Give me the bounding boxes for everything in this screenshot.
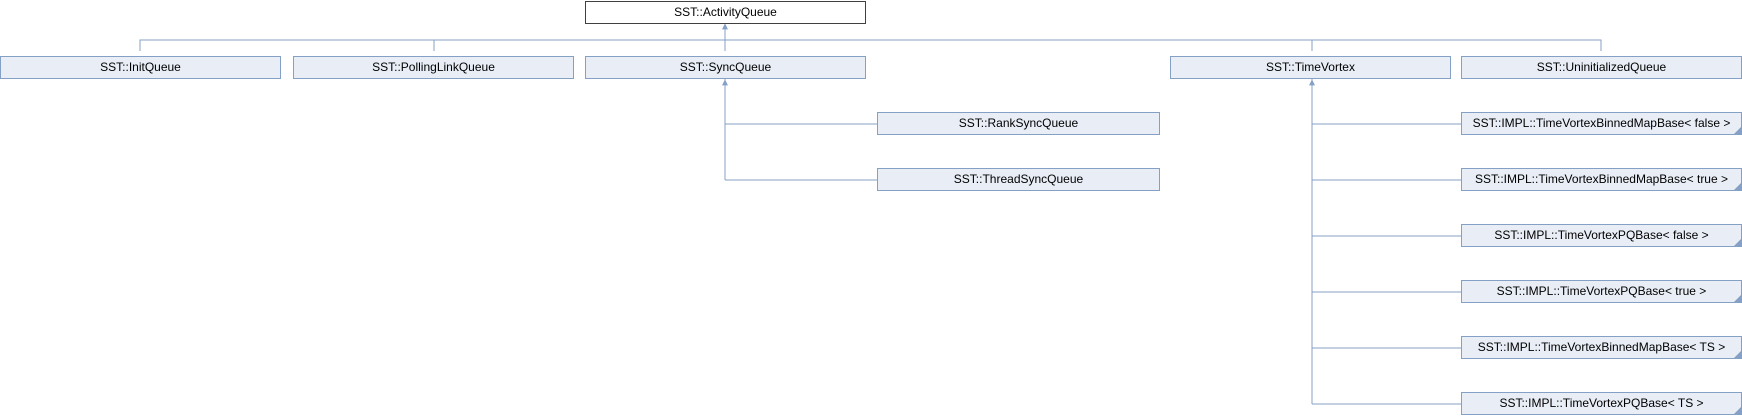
node-thread-sync-queue[interactable]: SST::ThreadSyncQueue [877,168,1160,191]
node-rank-sync-queue[interactable]: SST::RankSyncQueue [877,112,1160,135]
node-activity-queue[interactable]: SST::ActivityQueue [585,1,866,24]
node-polling-link-queue[interactable]: SST::PollingLinkQueue [293,56,574,79]
node-binned-map-base-ts[interactable]: SST::IMPL::TimeVortexBinnedMapBase< TS > [1461,336,1742,359]
node-uninitialized-queue[interactable]: SST::UninitializedQueue [1461,56,1742,79]
node-init-queue[interactable]: SST::InitQueue [0,56,281,79]
node-sync-queue[interactable]: SST::SyncQueue [585,56,866,79]
node-pq-base-ts[interactable]: SST::IMPL::TimeVortexPQBase< TS > [1461,392,1742,415]
node-pq-base-true[interactable]: SST::IMPL::TimeVortexPQBase< true > [1461,280,1742,303]
node-pq-base-false[interactable]: SST::IMPL::TimeVortexPQBase< false > [1461,224,1742,247]
node-binned-map-base-false[interactable]: SST::IMPL::TimeVortexBinnedMapBase< fals… [1461,112,1742,135]
edge-syncqueue-children [724,78,877,181]
node-binned-map-base-true[interactable]: SST::IMPL::TimeVortexBinnedMapBase< true… [1461,168,1742,191]
node-time-vortex[interactable]: SST::TimeVortex [1170,56,1451,79]
edge-root-children [139,39,1602,51]
edge-timevortex-children [1311,78,1461,405]
